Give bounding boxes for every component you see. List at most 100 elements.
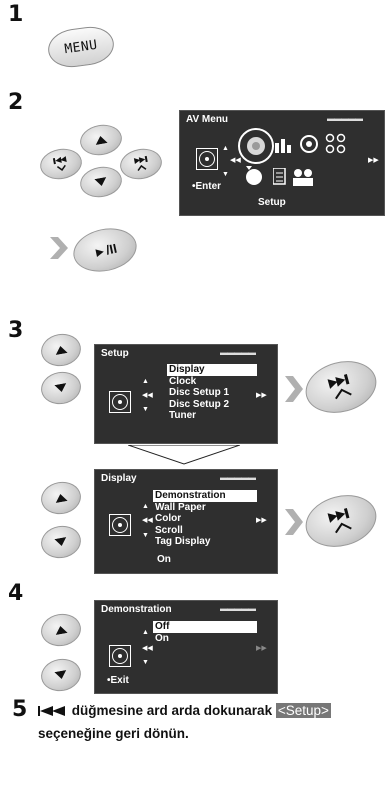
- play-icon: [244, 166, 264, 191]
- menu-item-wall-paper[interactable]: Wall Paper: [155, 501, 206, 513]
- next-button[interactable]: [299, 487, 383, 555]
- screen-title: Demonstration: [101, 604, 172, 615]
- prev-icon: ◀◀: [142, 645, 153, 652]
- screen-title: Display: [101, 473, 137, 484]
- step-number-1: 1: [8, 2, 24, 27]
- up-button[interactable]: [38, 610, 84, 650]
- exit-label: •Exit: [107, 675, 129, 686]
- instruction-line-1: düğmesine ard arda dokunarak <Setup>: [38, 703, 331, 718]
- setup-icon: [238, 128, 274, 164]
- screen-title: AV Menu: [186, 114, 229, 125]
- next-icon: [133, 155, 148, 172]
- menu-item-disc-setup-1[interactable]: Disc Setup 1: [169, 387, 230, 398]
- up-arrow-icon: [55, 626, 68, 635]
- down-arrow-icon: ▼: [222, 171, 229, 178]
- menu-item-tag-display[interactable]: Tag Display: [155, 536, 211, 547]
- disc-icon: [300, 135, 318, 158]
- display-menu-list: Demonstration Wall Paper Color Scroll Ta…: [153, 490, 257, 548]
- prev-icon: [52, 156, 67, 171]
- screen-indicator: ▬▬▬▬▬: [327, 114, 363, 123]
- down-arrow-icon: [54, 383, 67, 392]
- next-icon: [327, 374, 352, 400]
- enter-marker: •: [192, 181, 196, 192]
- up-button[interactable]: [38, 330, 84, 370]
- down-arrow-icon: [94, 177, 107, 186]
- menu-item-demonstration[interactable]: Demonstration: [153, 490, 257, 502]
- prev-icon: [38, 706, 65, 717]
- list-icon: [272, 167, 289, 191]
- next-icon: [327, 508, 352, 534]
- menu-item-color[interactable]: Color: [155, 513, 182, 524]
- menu-button[interactable]: MENU: [45, 23, 117, 71]
- equalizer-icon: [275, 137, 293, 158]
- up-arrow-icon: ▲: [142, 503, 149, 510]
- down-button[interactable]: [38, 368, 84, 408]
- next-icon: ▶▶: [256, 645, 267, 652]
- exit-text: Exit: [110, 675, 129, 686]
- menu-item-tuner[interactable]: Tuner: [169, 410, 197, 421]
- down-arrow-icon: [54, 537, 67, 546]
- down-arrow-icon: ▼: [142, 406, 149, 413]
- down-button[interactable]: [38, 522, 84, 562]
- joystick-icon: [109, 645, 131, 667]
- demonstration-screen: Demonstration ▬▬▬▬▬ ▲ ◀◀ ▼ ▶▶ Off On •Ex…: [94, 600, 278, 694]
- instruction-line-2: seçeneğine geri dönün.: [38, 726, 189, 741]
- down-indicator-icon: [127, 444, 241, 470]
- step-number-3: 3: [8, 318, 24, 343]
- chevron-right-icon: [285, 376, 303, 407]
- down-button[interactable]: [77, 163, 125, 201]
- menu-item-disc-setup-2[interactable]: Disc Setup 2: [169, 398, 230, 410]
- down-arrow-icon: [54, 670, 67, 679]
- people-icon: [292, 168, 314, 191]
- screen-title: Setup: [101, 348, 129, 359]
- play-pause-icon: ►/II: [91, 240, 119, 260]
- screen-indicator: ▬▬▬▬▬: [220, 473, 256, 482]
- exit-marker: •: [107, 675, 111, 686]
- up-arrow-icon: ▲: [142, 629, 149, 636]
- current-value: On: [157, 554, 171, 565]
- prev-button[interactable]: [37, 145, 85, 183]
- joystick-icon: [196, 148, 218, 170]
- up-arrow-icon: [55, 494, 68, 503]
- enter-text: Enter: [195, 181, 222, 192]
- next-icon: ▶▶: [256, 517, 267, 524]
- menu-item-scroll[interactable]: Scroll: [155, 524, 183, 536]
- down-arrow-icon: ▼: [142, 532, 149, 539]
- option-off[interactable]: Off: [153, 621, 257, 633]
- up-arrow-icon: ▲: [222, 145, 229, 152]
- screen-indicator: ▬▬▬▬▬: [220, 604, 256, 613]
- av-menu-screen: AV Menu ▬▬▬▬▬ ▲ ◀◀ ▼ ▶▶ •Enter Setup: [179, 110, 385, 216]
- step-number-4: 4: [8, 581, 24, 606]
- up-button[interactable]: [77, 121, 125, 159]
- next-icon: ▶▶: [368, 157, 379, 164]
- menu-item-clock[interactable]: Clock: [169, 375, 197, 387]
- menu-item-display[interactable]: Display: [167, 364, 257, 376]
- next-button[interactable]: [299, 353, 383, 421]
- display-screen: Display ▬▬▬▬▬ ▲ ◀◀ ▼ ▶▶ Demonstration Wa…: [94, 469, 278, 574]
- setup-menu-list: Display Clock Disc Setup 1 Disc Setup 2 …: [167, 364, 257, 422]
- menu-label: MENU: [63, 37, 99, 57]
- settings-cluster-icon: [325, 133, 347, 160]
- step-number-2: 2: [8, 90, 24, 115]
- enter-label: •Enter: [192, 181, 221, 192]
- down-button[interactable]: [38, 655, 84, 695]
- option-on[interactable]: On: [155, 632, 169, 644]
- up-arrow-icon: ▲: [142, 378, 149, 385]
- demonstration-menu-list: Off On: [153, 621, 257, 644]
- up-button[interactable]: [38, 478, 84, 518]
- setup-screen: Setup ▬▬▬▬▬ ▲ ◀◀ ▼ ▶▶ Display Clock Disc…: [94, 344, 278, 444]
- prev-icon: ◀◀: [230, 157, 241, 164]
- setup-tag: <Setup>: [275, 703, 331, 718]
- down-arrow-icon: ▼: [142, 659, 149, 666]
- prev-icon: ◀◀: [142, 392, 153, 399]
- up-arrow-icon: [55, 346, 68, 355]
- up-arrow-icon: [95, 136, 108, 145]
- prev-icon: ◀◀: [142, 517, 153, 524]
- play-pause-button[interactable]: ►/II: [69, 222, 141, 278]
- next-button[interactable]: [117, 145, 165, 183]
- chevron-right-icon: [285, 509, 303, 540]
- instruction-text-1: düğmesine ard arda dokunarak: [71, 703, 273, 718]
- setup-label: Setup: [258, 197, 286, 208]
- screen-indicator: ▬▬▬▬▬: [220, 348, 256, 357]
- joystick-icon: [109, 514, 131, 536]
